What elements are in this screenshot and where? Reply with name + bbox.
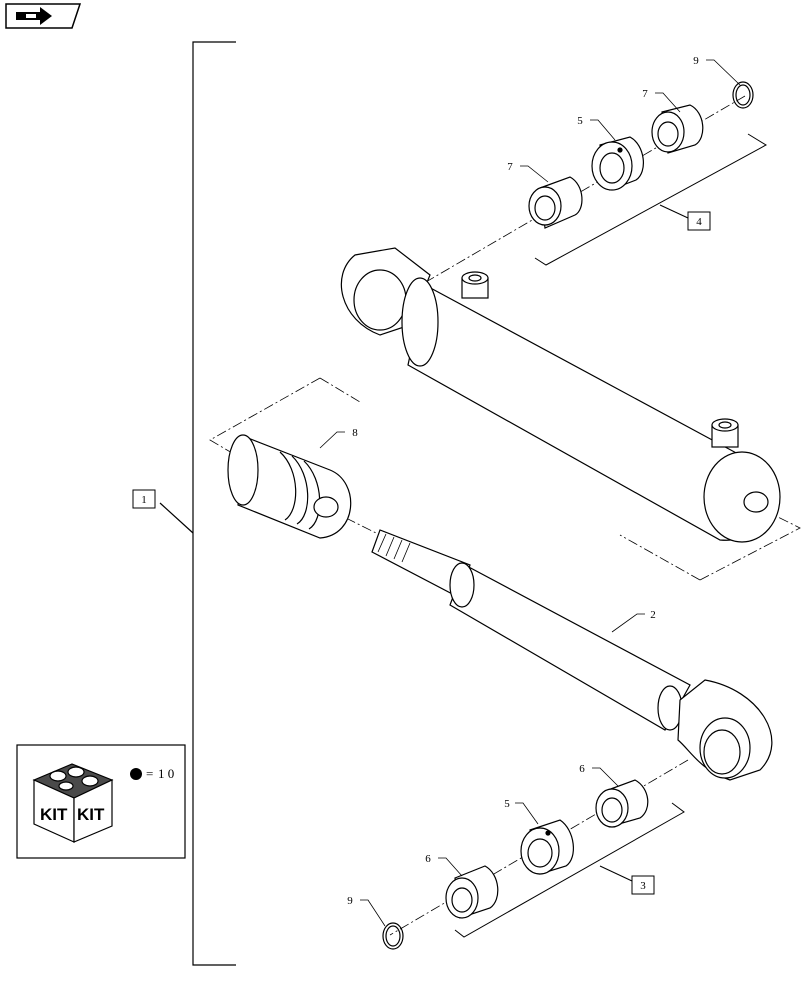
rod-eye [677,679,773,781]
bushing-upper-left [528,176,583,229]
kit-legend: KIT KIT = 1 0 [16,744,186,859]
bushing-lower-right [595,779,649,828]
callout-bushing-upper-left[interactable]: 7 [507,161,513,173]
kit-bracket-upper [534,133,767,266]
arrow-right-icon [16,7,52,25]
callout-assembly: 1 [141,494,147,506]
callout-piston[interactable]: 8 [352,427,358,439]
bushing-upper-center [591,136,644,191]
callout-rod[interactable]: 2 [650,609,656,621]
callout-box-seal-kit-upper[interactable]: 4 [687,211,711,231]
kit-label-right: KIT [77,805,105,824]
callout-bushing-lower-right[interactable]: 6 [579,763,585,775]
port-fitting-upper [461,271,489,299]
callout-snap-ring-lower[interactable]: 9 [347,895,353,907]
callout-snap-ring-upper[interactable]: 9 [693,55,699,67]
callout-bushing-upper-center[interactable]: 5 [577,115,583,127]
snap-ring-lower [382,922,404,950]
kit-bracket-lower [454,802,685,938]
bullet-icon [130,768,142,780]
kit-label-left: KIT [40,805,68,824]
nav-button[interactable] [5,3,82,29]
snap-ring-upper [732,81,754,109]
callout-seal-kit-upper: 4 [696,216,702,228]
leader-lines [319,59,741,927]
bushing-lower-left [445,865,499,919]
kit-value: 1 0 [158,766,174,781]
piston [227,434,352,539]
callout-bushing-lower-center[interactable]: 5 [504,798,510,810]
port-fitting-lower [711,418,739,448]
callout-box-assembly[interactable]: 1 [132,489,156,509]
callout-seal-kit-lower: 3 [640,880,646,892]
callout-bushing-upper-right[interactable]: 7 [642,88,648,100]
bushing-lower-center [520,819,574,875]
piston-rod [371,529,691,731]
kit-box-icon: KIT KIT [32,763,114,843]
cylinder-barrel [340,247,781,543]
bushing-upper-right [651,104,704,154]
callout-box-seal-kit-lower[interactable]: 3 [631,875,655,895]
callout-bushing-lower-left[interactable]: 6 [425,853,431,865]
kit-equals: = [146,766,153,781]
assembly-bracket [159,41,236,966]
